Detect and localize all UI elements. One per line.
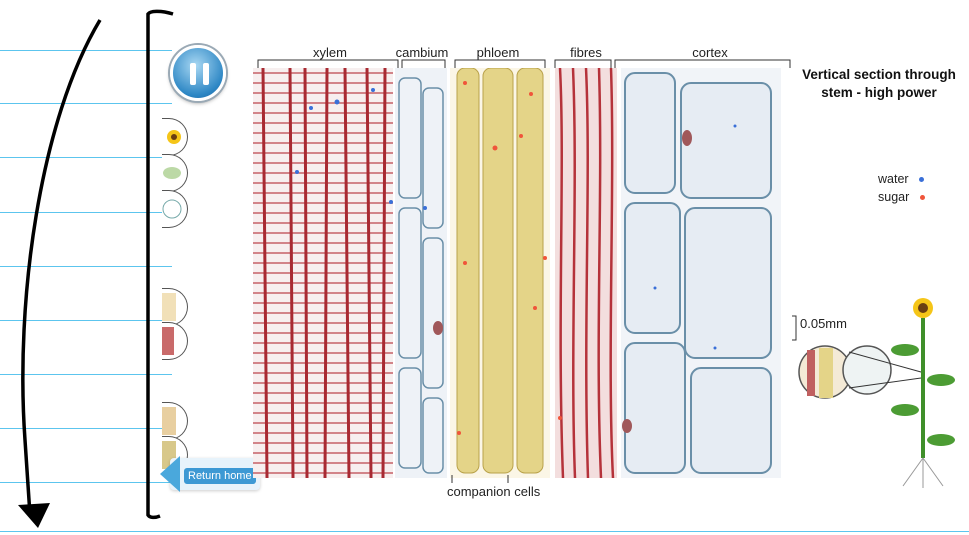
header-fibres: fibres	[556, 45, 616, 60]
pause-button[interactable]	[170, 45, 226, 101]
sugar-dot-icon	[920, 195, 925, 200]
water-dot-icon	[919, 177, 924, 182]
diagram-title: Vertical section through stem - high pow…	[788, 66, 969, 102]
companion-cells-label: companion cells	[447, 484, 540, 499]
header-xylem: xylem	[300, 45, 360, 60]
legend-water-label: water	[878, 172, 909, 186]
legend-water: water	[878, 172, 924, 186]
back-arrow-icon	[160, 456, 180, 492]
legend-sugar: sugar	[878, 190, 925, 204]
header-cortex: cortex	[670, 45, 750, 60]
header-cambium: cambium	[388, 45, 456, 60]
sunflower-icon	[795, 290, 967, 490]
stem-section-illustration	[245, 68, 785, 480]
header-phloem: phloem	[468, 45, 528, 60]
legend-sugar-label: sugar	[878, 190, 909, 204]
